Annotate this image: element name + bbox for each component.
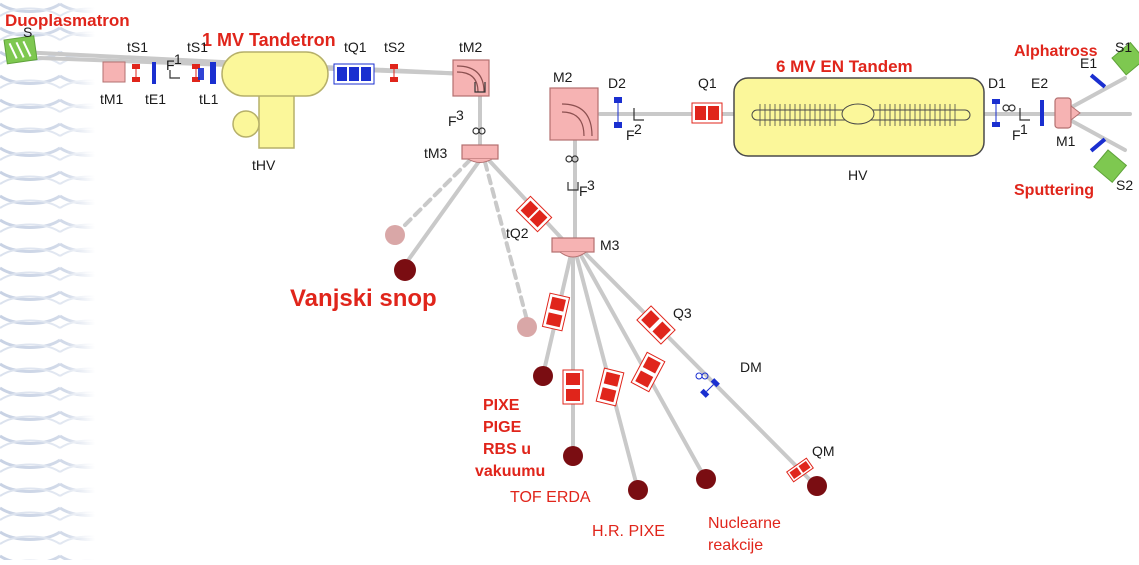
steerer-icon: [132, 62, 1107, 398]
tQ2-quadrupole: [515, 195, 553, 233]
vanjski-snop-title: Vanjski snop: [290, 285, 437, 312]
Q1-quadrupole: [691, 102, 723, 124]
svg-text:F: F: [626, 127, 635, 143]
svg-text:tS2: tS2: [384, 39, 405, 55]
svg-text:1: 1: [174, 51, 182, 67]
alphatross-source-icon: [1111, 41, 1139, 76]
component-labels: S tS1 tS1 tM1 tE1 tL1 tQ1 tS2 tM2 tM3 tH…: [23, 24, 1133, 459]
nuclear-reactions-label: Nuclearne reakcije: [708, 515, 781, 554]
alphatross-title: Alphatross: [1014, 43, 1098, 60]
svg-text:tS1: tS1: [127, 39, 148, 55]
svg-text:E2: E2: [1031, 75, 1048, 91]
svg-text:tHV: tHV: [252, 157, 276, 173]
svg-text:tL1: tL1: [199, 91, 219, 107]
svg-text:tQ2: tQ2: [506, 225, 529, 241]
svg-text:tM2: tM2: [459, 39, 483, 55]
svg-text:F: F: [1012, 127, 1021, 143]
svg-text:tQ1: tQ1: [344, 39, 367, 55]
svg-text:D2: D2: [608, 75, 626, 91]
end-station-icon: [385, 225, 827, 500]
vanjski-snop-line: [402, 158, 482, 268]
Q3-quadrupole: [636, 305, 676, 345]
sputtering-line: [1068, 118, 1127, 152]
svg-text:Nuclearne: Nuclearne: [708, 515, 781, 532]
microprobe-line: [578, 246, 817, 487]
svg-text:M2: M2: [553, 69, 573, 85]
tandetron-title: 1 MV Tandetron: [202, 30, 336, 50]
M1-injection-magnet: [1054, 97, 1081, 129]
svg-text:3: 3: [456, 107, 464, 123]
tM2-switching-magnet: [452, 59, 490, 97]
tM3-M3-line: [483, 154, 567, 244]
svg-text:S: S: [23, 24, 32, 40]
pixe-station-label: PIXE PIGE RBS u vakuumu: [475, 397, 545, 480]
switching-magnet-icon: [551, 237, 595, 258]
duoplasmatron-source-icon: [3, 35, 38, 65]
svg-text:PIXE: PIXE: [483, 397, 520, 414]
svg-text:Q1: Q1: [698, 75, 717, 91]
tM3-switching-magnet: [461, 144, 499, 163]
svg-text:3: 3: [587, 177, 595, 193]
svg-text:tM3: tM3: [424, 145, 448, 161]
dashed-line-2: [483, 160, 529, 322]
tof-erda-label: TOF ERDA: [510, 489, 591, 506]
svg-text:M1: M1: [1056, 133, 1076, 149]
tM1-magnet: [102, 61, 126, 83]
sputtering-source-icon: [1093, 149, 1128, 183]
svg-text:reakcije: reakcije: [708, 537, 763, 554]
svg-text:Q3: Q3: [673, 305, 692, 321]
analysing-magnet-icon: [549, 87, 599, 141]
tQ1-quadrupole: [333, 63, 375, 85]
en-tandem-accelerator: [733, 77, 985, 157]
svg-text:PIGE: PIGE: [483, 419, 522, 436]
svg-text:tM1: tM1: [100, 91, 124, 107]
alphatross-line: [1068, 76, 1127, 110]
dashed-line-1: [396, 158, 472, 234]
faraday-cup-icon: [169, 70, 1030, 191]
svg-text:HV: HV: [848, 167, 868, 183]
svg-text:tS1: tS1: [187, 39, 208, 55]
sputtering-title: Sputtering: [1014, 182, 1094, 199]
svg-text:RBS u: RBS u: [483, 441, 531, 458]
hr-pixe-label: H.R. PIXE: [592, 523, 665, 540]
QM-quadrupole: [786, 457, 814, 483]
svg-text:QM: QM: [812, 443, 835, 459]
svg-text:DM: DM: [740, 359, 762, 375]
svg-text:F: F: [166, 57, 175, 73]
svg-text:vakuumu: vakuumu: [475, 463, 545, 480]
decorative-braid-border: [0, 0, 95, 560]
quadrupole-icon: [333, 63, 814, 483]
svg-text:tE1: tE1: [145, 91, 166, 107]
en-tandem-title: 6 MV EN Tandem: [776, 57, 913, 76]
svg-text:M3: M3: [600, 237, 620, 253]
svg-text:S1: S1: [1115, 39, 1132, 55]
svg-text:D1: D1: [988, 75, 1006, 91]
svg-text:E1: E1: [1080, 55, 1097, 71]
svg-text:1: 1: [1020, 121, 1028, 137]
svg-text:F: F: [448, 113, 457, 129]
svg-text:S2: S2: [1116, 177, 1133, 193]
svg-text:2: 2: [634, 121, 642, 137]
svg-text:F: F: [579, 183, 588, 199]
tandetron-accelerator: [221, 51, 329, 149]
DM-steerer: [700, 378, 720, 398]
duoplasmatron-title: Duoplasmatron: [5, 11, 130, 30]
